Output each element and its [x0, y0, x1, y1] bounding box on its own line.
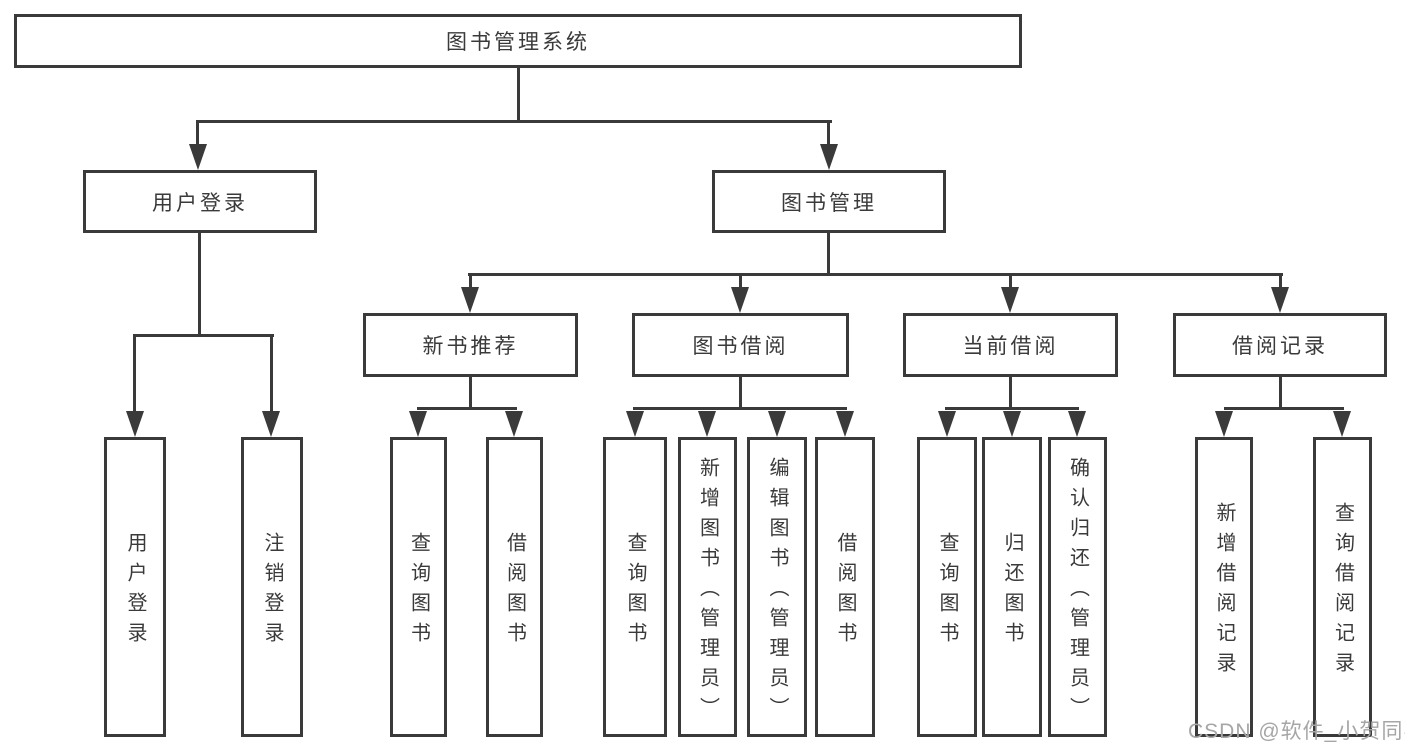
connector-arrowhead: [409, 411, 427, 437]
connector-arrowhead: [836, 411, 854, 437]
connector-line: [945, 407, 1079, 410]
connector-line: [1009, 275, 1012, 289]
node-user-login-label: 用户登录: [152, 191, 248, 215]
connector-line: [517, 68, 520, 123]
leaf-label: 查询图书: [936, 532, 958, 652]
connector-line: [270, 335, 273, 412]
node-book-management: 图书管理: [712, 170, 946, 233]
connector-arrowhead: [731, 287, 749, 313]
leaf-label: 查询图书: [407, 532, 430, 652]
connector-arrowhead: [1271, 287, 1289, 313]
leaf-label: 确认归还（管理员）: [1066, 457, 1089, 727]
connector-arrowhead: [1003, 411, 1021, 437]
leaf-query-books-borrow: 查询图书: [603, 437, 667, 737]
leaf-borrow-books: 借阅图书: [815, 437, 875, 737]
watermark: CSDN @软件_小贺同学: [1188, 720, 1405, 743]
node-new-book-recommend: 新书推荐: [363, 313, 578, 377]
connector-arrowhead: [189, 144, 207, 170]
leaf-confirm-return-admin: 确认归还（管理员）: [1048, 437, 1107, 737]
connector-line: [633, 407, 847, 410]
connector-arrowhead: [505, 411, 523, 437]
connector-arrowhead: [626, 411, 644, 437]
leaf-label: 新增借阅记录: [1213, 502, 1235, 682]
node-book-borrow: 图书借阅: [632, 313, 849, 377]
connector-line: [739, 275, 742, 289]
connector-arrowhead: [938, 411, 956, 437]
leaf-add-book-admin: 新增图书（管理员）: [678, 437, 737, 737]
leaf-query-books-recommend: 查询图书: [390, 437, 447, 737]
leaf-label: 注销登录: [261, 532, 283, 652]
connector-arrowhead: [461, 287, 479, 313]
leaf-label: 查询借阅记录: [1331, 502, 1354, 682]
node-borrow-records-label: 借阅记录: [1232, 335, 1328, 358]
connector-line: [469, 377, 472, 409]
leaf-label: 新增图书（管理员）: [696, 457, 719, 727]
connector-line: [1009, 377, 1012, 409]
leaf-user-login: 用户登录: [104, 437, 166, 737]
leaf-label: 借阅图书: [834, 532, 856, 652]
connector-arrowhead: [820, 144, 838, 170]
connector-line: [827, 121, 830, 146]
leaf-label: 用户登录: [124, 532, 146, 652]
leaf-edit-book-admin: 编辑图书（管理员）: [747, 437, 807, 737]
leaf-label: 归还图书: [1001, 532, 1023, 652]
connector-line: [196, 121, 199, 146]
leaf-label: 编辑图书（管理员）: [766, 457, 788, 727]
connector-line: [133, 334, 274, 337]
connector-line: [417, 407, 517, 410]
connector-arrowhead: [698, 411, 716, 437]
node-book-management-label: 图书管理: [781, 191, 877, 215]
connector-line: [198, 233, 201, 336]
node-borrow-records: 借阅记录: [1173, 313, 1387, 377]
node-user-login: 用户登录: [83, 170, 317, 233]
connector-line: [1279, 377, 1282, 409]
connector-arrowhead: [1068, 411, 1086, 437]
leaf-return-book: 归还图书: [982, 437, 1042, 737]
connector-line: [468, 273, 1283, 276]
leaf-query-borrow-record: 查询借阅记录: [1313, 437, 1372, 737]
connector-arrowhead: [262, 411, 280, 437]
connector-arrowhead: [768, 411, 786, 437]
connector-line: [827, 233, 830, 275]
leaf-borrow-books-recommend: 借阅图书: [486, 437, 543, 737]
connector-line: [739, 377, 742, 409]
connector-arrowhead: [1215, 411, 1233, 437]
node-current-borrow: 当前借阅: [903, 313, 1118, 377]
connector-line: [133, 335, 136, 412]
leaf-logout: 注销登录: [241, 437, 303, 737]
connector-line: [469, 275, 472, 289]
node-root-label: 图书管理系统: [446, 31, 590, 54]
connector-arrowhead: [1333, 411, 1351, 437]
connector-line: [196, 120, 832, 123]
node-new-book-recommend-label: 新书推荐: [422, 335, 519, 358]
leaf-add-borrow-record: 新增借阅记录: [1195, 437, 1253, 737]
connector-line: [1279, 275, 1282, 289]
leaf-query-books-current: 查询图书: [917, 437, 977, 737]
connector-line: [1224, 407, 1344, 410]
leaf-label: 查询图书: [624, 532, 646, 652]
connector-arrowhead: [1001, 287, 1019, 313]
node-root: 图书管理系统: [14, 14, 1022, 68]
connector-arrowhead: [126, 411, 144, 437]
node-book-borrow-label: 图书借阅: [692, 335, 789, 358]
node-current-borrow-label: 当前借阅: [962, 335, 1059, 358]
leaf-label: 借阅图书: [503, 532, 526, 652]
